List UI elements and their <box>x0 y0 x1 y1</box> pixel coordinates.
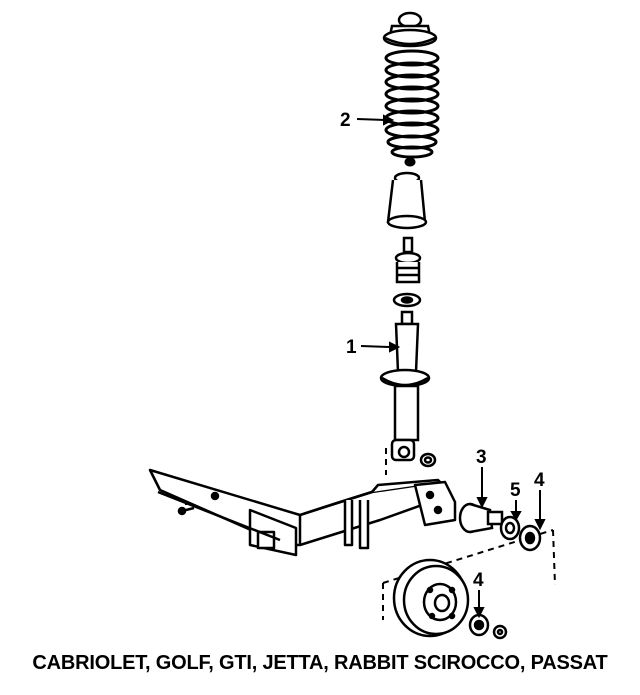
washer <box>392 292 422 308</box>
shock-absorber <box>379 310 431 462</box>
dust-boot <box>386 171 428 230</box>
vehicle-models-caption: CABRIOLET, GOLF, GTI, JETTA, RABBIT SCIR… <box>32 652 608 674</box>
callout-4-drum-bearing: 4 <box>473 570 484 591</box>
mounting-bolt <box>177 506 195 516</box>
brake-drum <box>392 558 470 638</box>
bushing <box>419 452 437 468</box>
coil-spring <box>384 49 440 167</box>
callout-2-coil-spring: 2 <box>340 110 351 131</box>
callout-leaders <box>356 114 546 619</box>
inner-bearing <box>499 515 521 541</box>
upper-spring-mount <box>382 11 438 48</box>
callout-4-outer-bearing: 4 <box>534 470 545 491</box>
rear-suspension-exploded-diagram: 2 1 3 5 4 4 <box>148 11 556 640</box>
rear-axle-beam <box>148 468 457 557</box>
callout-3-stub-axle: 3 <box>476 447 487 468</box>
callout-5-inner-bearing: 5 <box>510 480 521 501</box>
callout-1-shock-absorber: 1 <box>346 337 357 358</box>
drum-bearing <box>468 613 508 640</box>
stub-axle <box>458 502 504 534</box>
bump-stop <box>394 236 422 284</box>
alignment-lines <box>185 448 556 620</box>
outer-bearing <box>518 524 542 552</box>
